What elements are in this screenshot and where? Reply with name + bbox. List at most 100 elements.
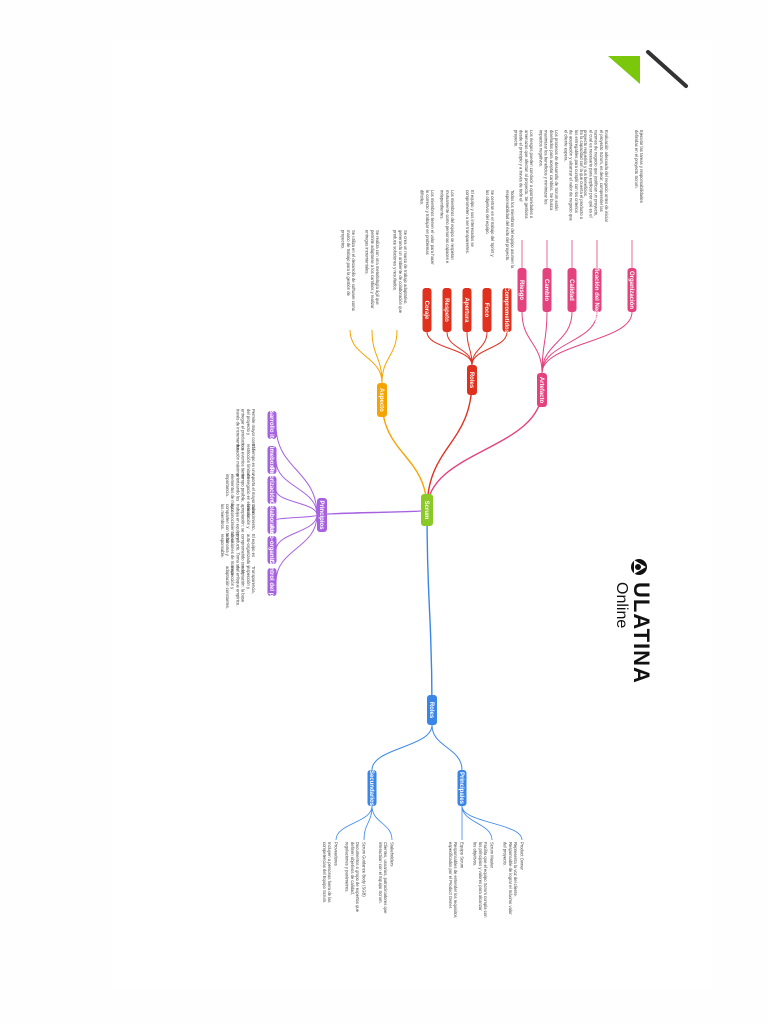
edge-aspecto-1 — [381, 329, 398, 384]
edge-center-aspecto — [381, 399, 428, 511]
roles2-secondary-node-label: Secundarios — [368, 770, 374, 807]
core-text-1: Facilita que el equipo Scrum cumpla conl… — [473, 842, 488, 918]
artefacto-text-3: Los procesos de desarrollo de Scrum está… — [538, 130, 559, 211]
roles-text-1: Se centran en el trabajo del Sprint ylos… — [485, 190, 495, 257]
edge-roles-4 — [426, 331, 473, 366]
roles2-core-node-label: Principales — [458, 772, 464, 805]
edge-center-roles — [426, 379, 473, 511]
principios-child-4-box[interactable] — [267, 536, 277, 564]
edge-roles2-core — [431, 724, 463, 771]
principios-text-3: Conocimiento,articulación yapropiación: … — [220, 504, 256, 544]
roles-child-2-label: Apertura — [463, 297, 469, 323]
principios-node-box[interactable] — [317, 498, 327, 532]
core-text-2: Responsables de entender los requisitose… — [448, 842, 458, 918]
artefacto-child-1-label: Justificación del Negocio — [593, 254, 599, 327]
artefacto-child-4-label: Riesgo — [518, 280, 524, 300]
core-item-1: Scrum Master — [490, 842, 495, 869]
artefacto-child-2-label: Calidad — [568, 279, 574, 301]
roles-child-2-box[interactable] — [462, 288, 472, 332]
roles-text-0: Todos los miembros del equipo asumen lar… — [505, 190, 515, 269]
principios-child-3-label: Colaboración — [268, 501, 274, 540]
edge-principios-3 — [275, 514, 318, 521]
edge-artefacto-1 — [541, 311, 598, 374]
green-corner-triangle — [608, 56, 640, 84]
roles-child-3-box[interactable] — [442, 288, 452, 332]
artefacto-child-4-box[interactable] — [517, 268, 527, 312]
roles2-secondary-node-box[interactable] — [367, 770, 377, 806]
center-node-box[interactable] — [421, 494, 433, 526]
principios-node-label: Principios — [318, 500, 324, 530]
artefacto-text-4: Los riesgos pueden conducir a oportunida… — [513, 130, 534, 219]
roles-text-3: Los miembros del equipo se respetanmutua… — [440, 190, 455, 264]
edge-roles-1 — [471, 331, 488, 366]
corner-decoration — [608, 50, 688, 88]
principios-text-1: El tiempo es unarestricción limitante.Lo… — [235, 444, 256, 481]
edge-secondary-item-0 — [371, 805, 393, 841]
roles-child-0-label: Comprometidos — [503, 287, 509, 334]
core-item-0: Product Owner — [520, 842, 525, 871]
edge-roles-0 — [471, 331, 508, 366]
edge-artefacto-2 — [541, 311, 573, 374]
edge-principios-5 — [275, 514, 318, 583]
secondary-item-1: Scrum Guidance Body (SGB) — [362, 842, 367, 897]
principios-text-2: Aporta el mayor valorde negocio en el me… — [225, 474, 256, 518]
secondary-text-1: Documentos o grupo de expertos quedefine… — [345, 842, 360, 913]
artefacto-child-0-label: Organización — [628, 271, 634, 309]
artefacto-child-1-box[interactable] — [592, 268, 602, 312]
aspecto-text-2: Se realiza con una metodología ágil quep… — [365, 230, 380, 309]
edge-secondary-item-1 — [363, 805, 373, 841]
sheet — [112, 40, 712, 990]
roles-text-4: Los miembros tienen el valor para hacerl… — [420, 190, 435, 265]
dark-corner-stroke — [646, 50, 688, 88]
roles-child-4-box[interactable] — [422, 288, 432, 332]
roles-child-3-label: Respeto — [443, 298, 449, 322]
principios-child-1-box[interactable] — [267, 446, 277, 474]
principios-child-5-label: Control del pr… — [268, 559, 274, 604]
secondary-item-2: Proveedores — [334, 842, 339, 866]
artefacto-text-1: Evaluación adecuada del negocio antes de… — [583, 130, 609, 223]
edge-center-principios — [321, 509, 428, 516]
roles-child-1-label: Foco — [483, 303, 489, 318]
artefacto-child-3-box[interactable] — [542, 268, 552, 312]
principios-child-2-label: Priorización b… — [268, 467, 274, 513]
principios-child-1-label: Timeboxing — [268, 443, 274, 477]
principios-child-3-box[interactable] — [267, 506, 277, 534]
roles-node-label: Roles — [468, 372, 474, 389]
principios-child-0-box[interactable] — [267, 411, 277, 439]
aspecto-node-box[interactable] — [377, 383, 387, 417]
artefacto-node-label: Artefacto — [538, 377, 544, 404]
aspecto-node-label: Aspecto — [378, 388, 384, 412]
edge-core-item-0 — [461, 805, 523, 841]
roles2-node-box[interactable] — [427, 695, 437, 725]
roles-child-1-box[interactable] — [482, 288, 492, 332]
principios-child-2-box[interactable] — [267, 476, 277, 504]
edge-principios-0 — [275, 424, 318, 516]
principios-child-0-label: Desarrollo ite… — [268, 403, 274, 447]
aspecto-text-1: Se crea un marco de trabajo adaptativo,g… — [393, 230, 408, 314]
edge-artefacto-3 — [541, 311, 548, 374]
aspecto-text-3: Se utiliza en el desarrollo de software … — [341, 230, 356, 312]
roles2-node-label: Roles — [428, 702, 434, 719]
edge-principios-1 — [275, 459, 318, 516]
artefacto-node-box[interactable] — [537, 373, 547, 407]
roles-node-box[interactable] — [467, 365, 477, 395]
edge-roles2-secondary — [371, 724, 433, 771]
artefacto-child-0-box[interactable] — [627, 268, 637, 312]
core-text-0: Representa la voz del cliente.Responsabl… — [503, 842, 518, 915]
roles-child-4-label: Coraje — [423, 301, 429, 320]
roles2-core-node-box[interactable] — [457, 770, 467, 806]
artefacto-child-2-box[interactable] — [567, 268, 577, 312]
artefacto-text-2: Es la capacidad con la que cuenta el pro… — [563, 130, 584, 221]
edge-aspecto-3 — [349, 329, 383, 384]
edge-principios-4 — [275, 514, 318, 551]
roles-child-0-box[interactable] — [502, 288, 512, 332]
secondary-text-2: Incluyen a personas fuera de lascompeten… — [322, 842, 332, 903]
edge-center-artefacto — [426, 389, 543, 511]
edge-core-item-1 — [461, 805, 493, 841]
core-item-2: Equipo Scrum — [460, 842, 465, 869]
principios-child-5-box[interactable] — [267, 568, 277, 596]
artefacto-child-3-label: Cambio — [543, 279, 549, 301]
ulatina-logo: ULATINA Online — [596, 556, 656, 684]
